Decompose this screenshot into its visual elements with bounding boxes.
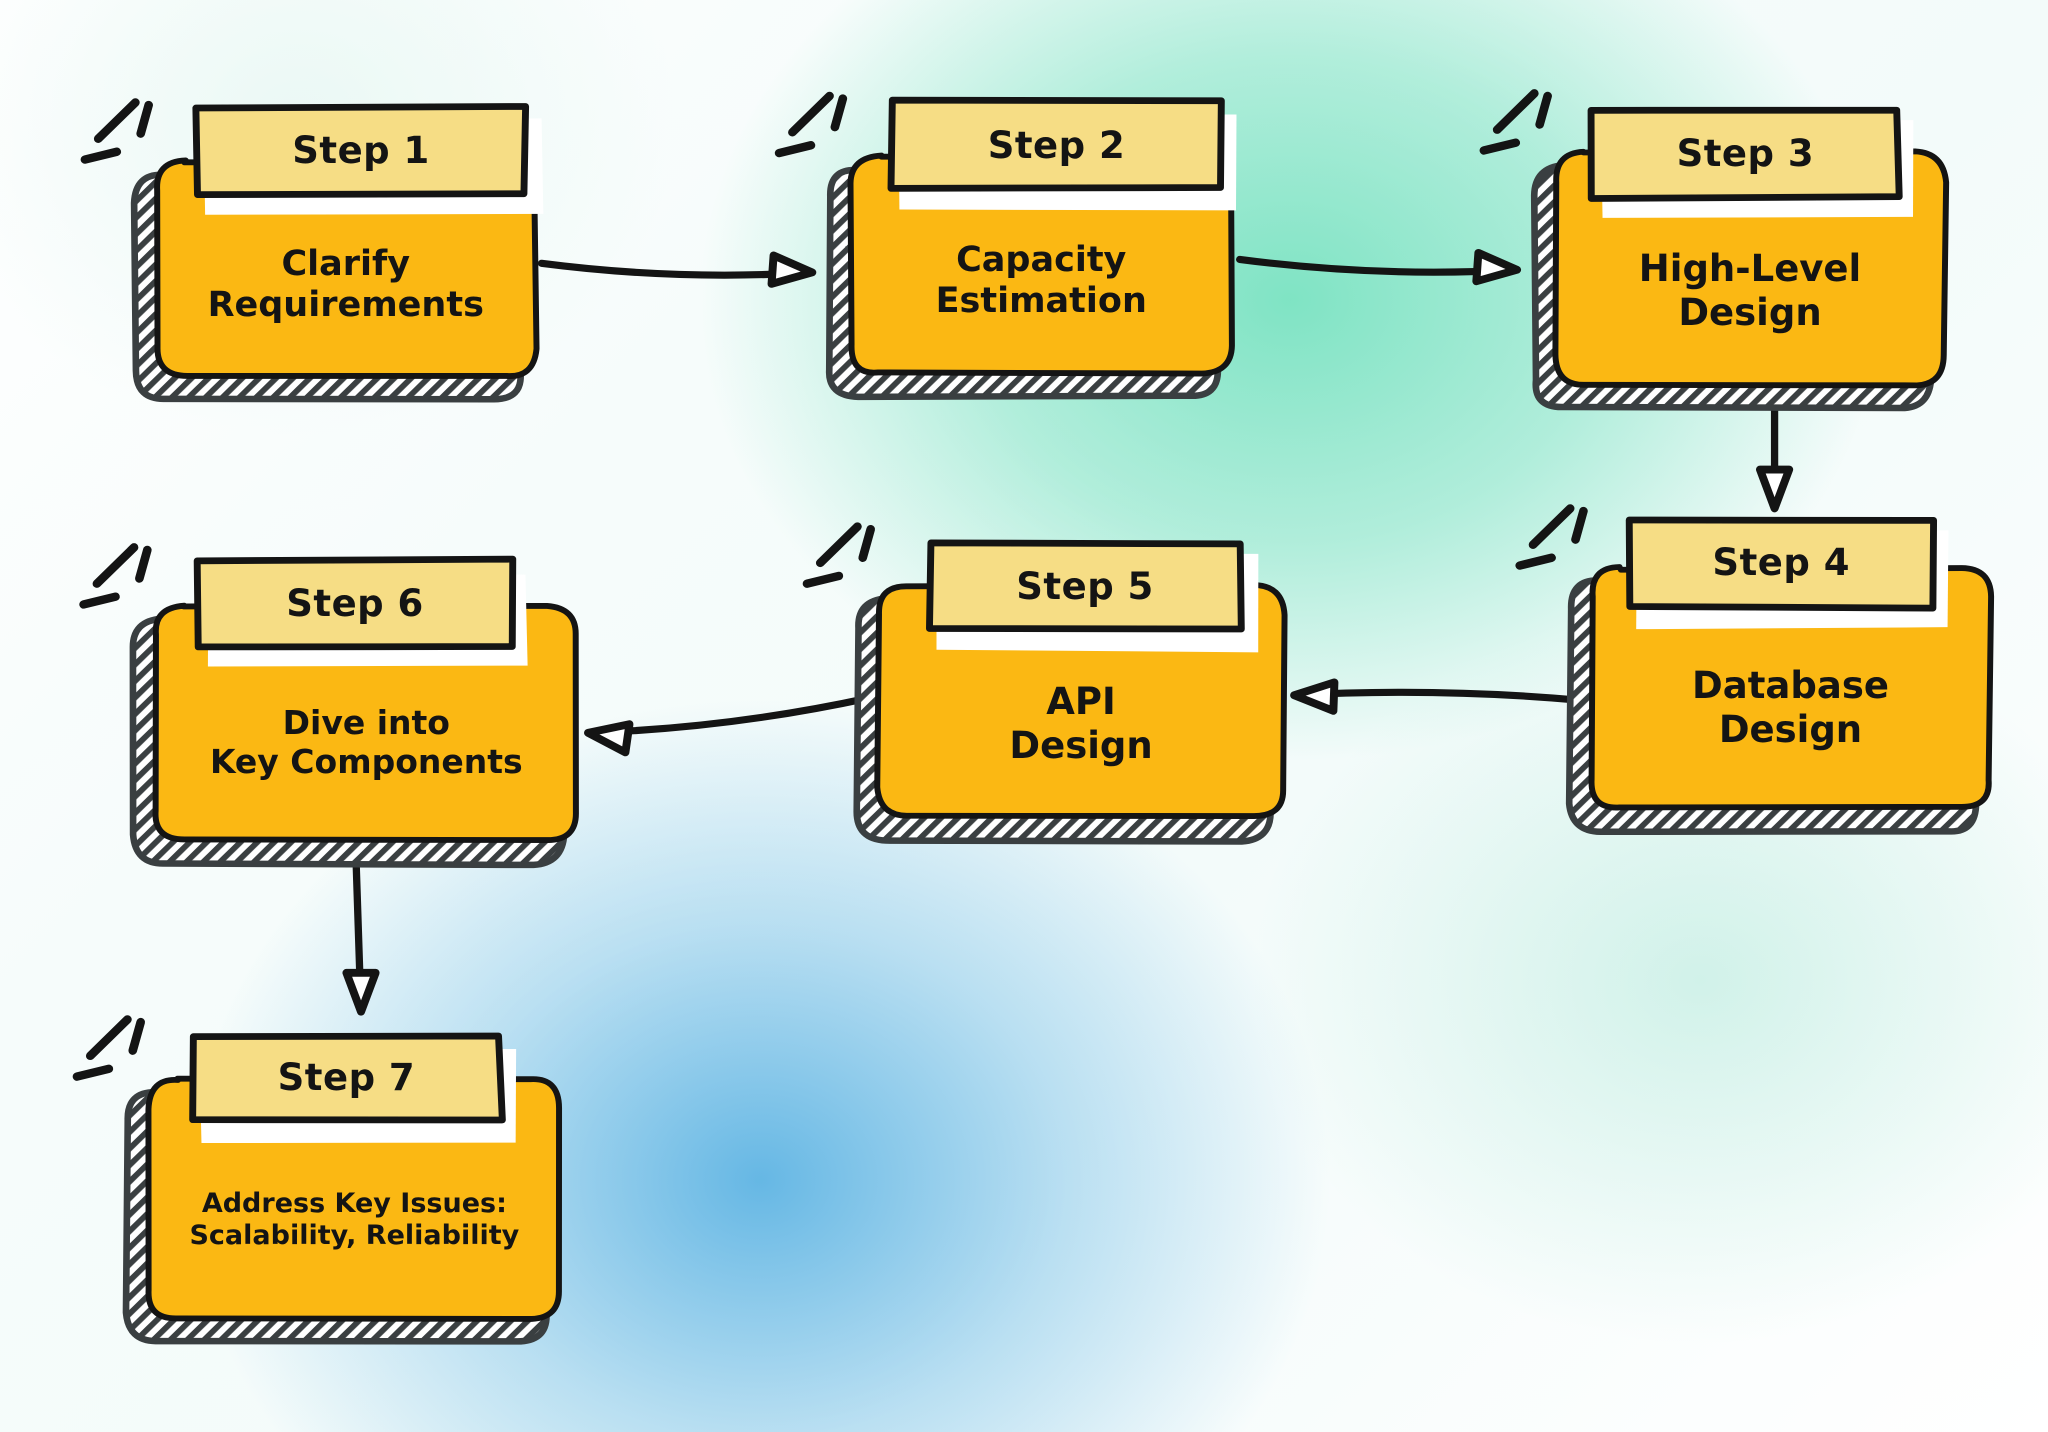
edge-e4: [1290, 678, 1586, 715]
step-body-line: Design: [1678, 290, 1822, 334]
step-chip: [192, 103, 530, 198]
step-chip-label: Step 1: [292, 128, 430, 172]
edges-layer: [342, 248, 1794, 1016]
step-body-line: API: [1046, 680, 1116, 724]
sparkle-icon: [72, 1015, 146, 1081]
edge-e5: [584, 694, 874, 757]
step-chip: [193, 555, 517, 651]
step-body-line: Address Key Issues:: [201, 1188, 507, 1220]
edge-e6: [342, 846, 380, 1016]
step-chip: [887, 96, 1225, 192]
step-chip-label: Step 3: [1676, 131, 1815, 175]
step-body-line: Design: [1718, 707, 1863, 751]
arrowhead-icon: [342, 968, 380, 1016]
arrowhead-icon: [1472, 248, 1522, 286]
step-node-step3: [1479, 89, 1950, 412]
edge-e1: [537, 251, 817, 288]
sparkle-icon: [802, 522, 876, 588]
arrowhead-icon: [584, 720, 634, 757]
step-chip-label: Step 2: [987, 123, 1126, 167]
step-body-line: Design: [1009, 723, 1153, 767]
step-node-step6: [79, 543, 579, 869]
step-chip: [189, 1032, 506, 1124]
step-node-step2: [774, 91, 1237, 401]
step-node-step1: [80, 98, 544, 403]
step-chip: [926, 539, 1245, 633]
sparkle-icon: [774, 91, 848, 158]
step-body-line: Scalability, Reliability: [189, 1219, 520, 1251]
arrowhead-icon: [1290, 678, 1339, 715]
sparkle-icon: [1515, 504, 1588, 570]
sparkle-icon: [1479, 89, 1552, 155]
step-body-line: Estimation: [935, 281, 1147, 322]
step-body-line: Key Components: [209, 742, 523, 782]
step-body-line: Database: [1692, 663, 1889, 707]
step-body-line: Dive into: [282, 703, 450, 743]
step-chip-label: Step 4: [1712, 541, 1850, 585]
edge-e2: [1236, 248, 1522, 286]
step-chip: [1587, 106, 1903, 202]
step-body-line: Clarify: [281, 244, 411, 285]
step-chip-label: Step 7: [277, 1056, 416, 1100]
step-body-line: Requirements: [207, 285, 484, 326]
step-node-step4: [1515, 504, 1995, 836]
step-node-step7: [72, 1015, 563, 1345]
sparkle-icon: [80, 98, 153, 164]
step-chip-label: Step 5: [1016, 564, 1154, 608]
step-node-step5: [802, 522, 1288, 845]
arrowhead-icon: [1755, 465, 1794, 513]
step-body-label: Address Key Issues:Scalability, Reliabil…: [149, 1121, 560, 1319]
step-body-line: Capacity: [956, 240, 1127, 281]
step-chip: [1625, 516, 1938, 612]
sparkle-icon: [79, 543, 152, 609]
step-body-line: High-Level: [1638, 246, 1862, 290]
arrowhead-icon: [767, 251, 817, 288]
step-chip-label: Step 6: [286, 581, 424, 625]
nodes-layer: [72, 89, 1995, 1345]
